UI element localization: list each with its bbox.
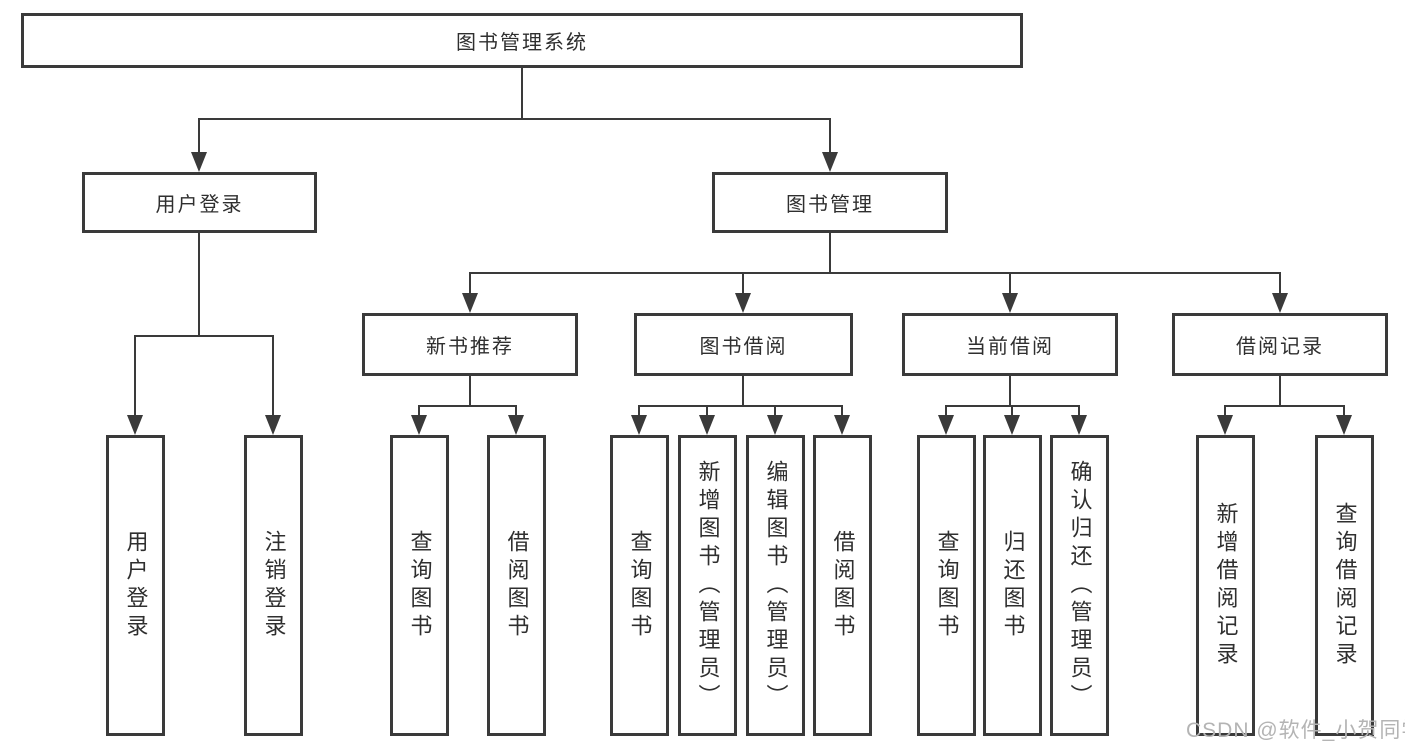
connector-line [469,376,471,407]
node-label: 查询图书 [627,529,653,642]
node-leaf-confirm-return-admin: 确认归还（管理员） [1050,435,1109,736]
arrow-down-icon [462,293,478,313]
node-label: 当前借阅 [966,336,1054,358]
node-label: 图书借阅 [699,336,788,358]
connector-line [945,405,947,418]
connector-line [841,405,843,418]
node-leaf-query-books-3: 查询图书 [917,435,976,736]
connector-line [198,118,200,156]
connector-line [638,405,843,407]
connector-line [829,118,831,156]
connector-line [829,233,831,274]
node-borrowing-records: 借阅记录 [1172,313,1388,376]
connector-line [418,405,420,418]
connector-line [134,335,274,337]
connector-line [1343,405,1345,418]
node-leaf-logout: 注销登录 [244,435,303,736]
node-new-book-recommendation: 新书推荐 [362,313,578,376]
arrow-down-icon [191,152,207,172]
node-label: 借阅图书 [504,529,530,642]
node-leaf-return-book: 归还图书 [983,435,1042,736]
node-user-login: 用户登录 [82,172,317,233]
node-leaf-query-books-2: 查询图书 [610,435,669,736]
node-current-borrowing: 当前借阅 [902,313,1118,376]
arrow-down-icon [1004,415,1020,435]
arrow-down-icon [1071,415,1087,435]
node-book-management: 图书管理 [712,172,948,233]
arrow-down-icon [127,415,143,435]
connector-line [1009,272,1011,296]
arrow-down-icon [265,415,281,435]
connector-line [1011,405,1013,418]
arrow-down-icon [1002,293,1018,313]
connector-line [774,405,776,418]
arrow-down-icon [735,293,751,313]
node-label: 新增图书（管理员） [695,459,721,712]
arrow-down-icon [411,415,427,435]
connector-line [1078,405,1080,418]
connector-line [742,376,744,407]
connector-line [1224,405,1345,407]
arrow-down-icon [1272,293,1288,313]
node-leaf-user-login: 用户登录 [106,435,165,736]
connector-line [198,118,831,120]
arrow-down-icon [822,152,838,172]
node-leaf-add-book-admin: 新增图书（管理员） [678,435,737,736]
connector-line [515,405,517,418]
arrow-down-icon [938,415,954,435]
connector-line [1009,376,1011,407]
node-root: 图书管理系统 [21,13,1023,68]
node-label: 用户登录 [123,529,149,642]
connector-line [272,335,274,418]
arrow-down-icon [699,415,715,435]
node-label: 查询借阅记录 [1332,501,1358,670]
node-label: 归还图书 [1000,529,1026,642]
node-leaf-add-borrow-record: 新增借阅记录 [1196,435,1255,736]
connector-line [1279,272,1281,296]
arrow-down-icon [767,415,783,435]
node-leaf-borrow-books-2: 借阅图书 [813,435,872,736]
node-label: 图书管理 [786,194,874,216]
connector-line [1224,405,1226,418]
node-leaf-query-books-1: 查询图书 [390,435,449,736]
connector-line [706,405,708,418]
node-label: 借阅图书 [830,529,856,642]
node-leaf-edit-book-admin: 编辑图书（管理员） [746,435,805,736]
connector-line [638,405,640,418]
connector-line [521,68,523,120]
node-root-label: 图书管理系统 [456,32,588,54]
connector-line [1279,376,1281,407]
arrow-down-icon [631,415,647,435]
connector-line [418,405,517,407]
node-label: 查询图书 [934,529,960,642]
connector-line [469,272,1281,274]
node-book-borrowing: 图书借阅 [634,313,853,376]
node-label: 用户登录 [155,194,244,216]
node-label: 注销登录 [261,529,287,642]
arrow-down-icon [1217,415,1233,435]
connector-line [134,335,136,418]
arrow-down-icon [1336,415,1352,435]
node-label: 确认归还（管理员） [1067,459,1093,712]
arrow-down-icon [834,415,850,435]
node-label: 查询图书 [407,529,433,642]
node-label: 新书推荐 [426,336,514,358]
node-label: 新增借阅记录 [1213,501,1239,670]
connector-line [469,272,471,296]
node-label: 借阅记录 [1236,336,1324,358]
arrow-down-icon [508,415,524,435]
watermark: CSDN @软件_小贺同学 [1186,719,1405,742]
node-label: 编辑图书（管理员） [763,459,789,712]
node-leaf-query-borrow-record: 查询借阅记录 [1315,435,1374,736]
connector-line [198,233,200,336]
node-leaf-borrow-books-1: 借阅图书 [487,435,546,736]
connector-line [742,272,744,296]
